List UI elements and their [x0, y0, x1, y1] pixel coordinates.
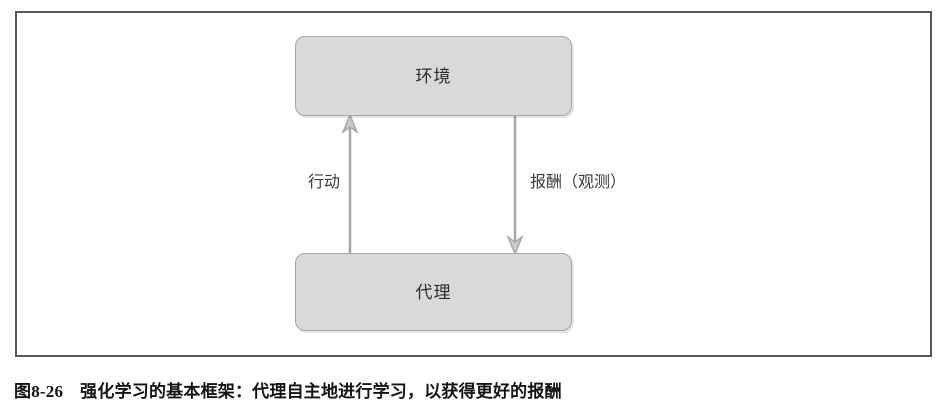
- caption-number: 图8-26: [14, 382, 64, 401]
- caption-text: 强化学习的基本框架：代理自主地进行学习，以获得更好的报酬: [80, 382, 562, 401]
- node-environment: 环境: [295, 36, 572, 116]
- node-environment-label: 环境: [415, 66, 452, 86]
- node-agent-label: 代理: [415, 282, 452, 302]
- node-agent: 代理: [295, 253, 572, 331]
- edge-label-reward: 报酬（观测）: [530, 174, 627, 191]
- figure-caption: 图8-26 强化学习的基本框架：代理自主地进行学习，以获得更好的报酬: [14, 377, 562, 402]
- edge-label-action: 行动: [307, 174, 340, 191]
